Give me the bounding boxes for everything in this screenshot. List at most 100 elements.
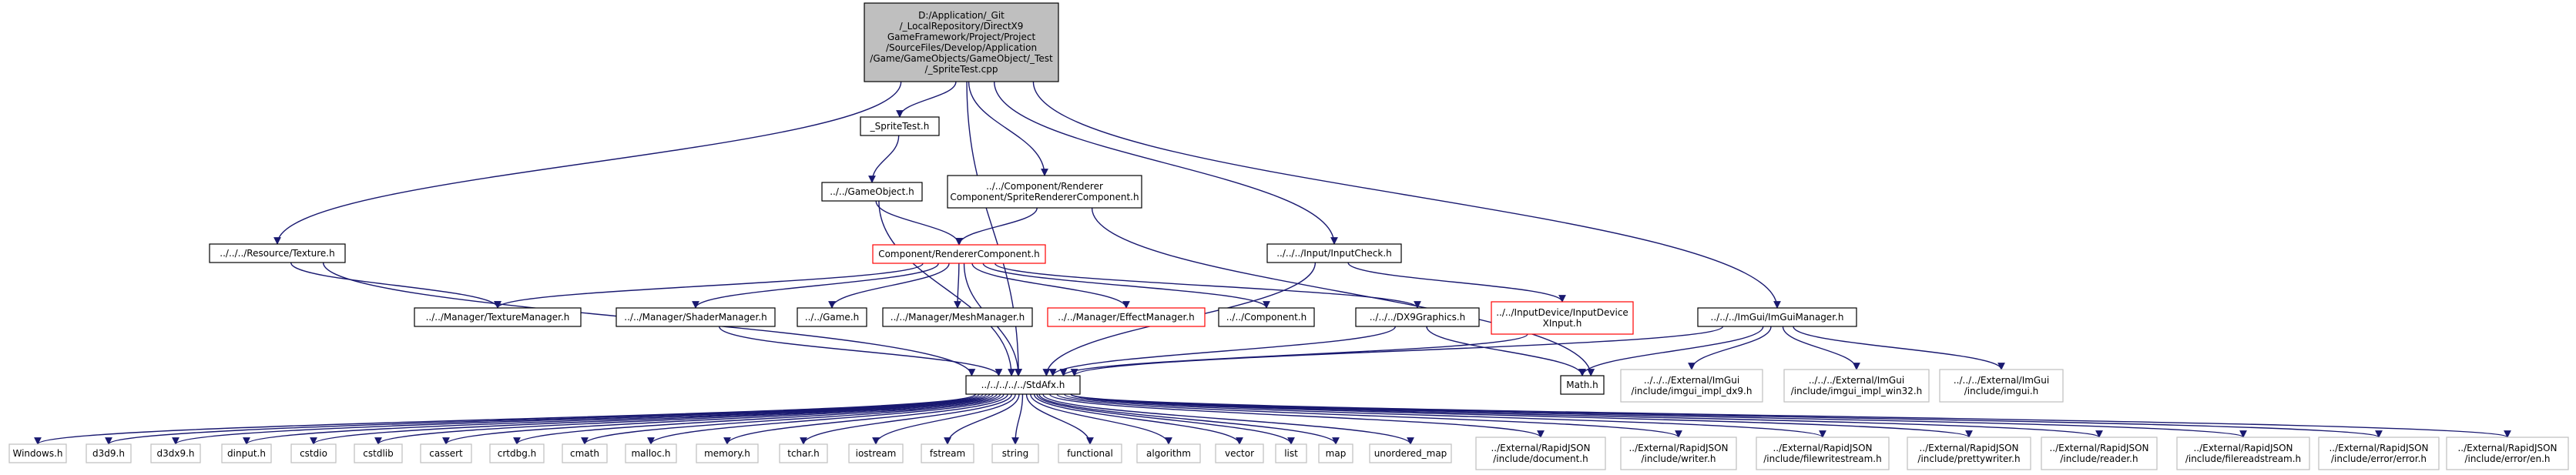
node-box xyxy=(1058,443,1122,463)
node-box xyxy=(1560,375,1605,395)
edge-texture-to-texturemanager xyxy=(290,262,501,309)
node-label: /include/writer.h xyxy=(1642,453,1716,464)
node-dinput[interactable]: dinput.h xyxy=(221,443,272,463)
node-spritetest[interactable]: _SpriteTest.h xyxy=(860,116,940,136)
edge-stdafx-to-list xyxy=(1036,393,1295,445)
node-memory[interactable]: memory.h xyxy=(696,443,759,463)
node-string[interactable]: string xyxy=(991,443,1039,463)
edge-stdafx-to-rj_document xyxy=(1049,393,1545,438)
node-rj_document[interactable]: ../External/RapidJSON/include/document.h xyxy=(1475,437,1606,470)
node-unordered_map[interactable]: unordered_map xyxy=(1369,443,1452,463)
node-label: functional xyxy=(1067,448,1113,459)
node-box xyxy=(221,443,272,463)
edge-renderer-to-meshmanager xyxy=(954,263,961,309)
edge-imguimanager-to-imgui xyxy=(1793,326,2005,370)
node-rj_writer[interactable]: ../External/RapidJSON/include/writer.h xyxy=(1620,437,1737,470)
node-renderer[interactable]: Component/RendererComponent.h xyxy=(872,244,1046,264)
node-rj_reader[interactable]: ../External/RapidJSON/include/reader.h xyxy=(2041,437,2158,470)
node-crtdbg[interactable]: crtdbg.h xyxy=(489,443,545,463)
node-imguimanager[interactable]: ../../../ImGui/ImGuiManager.h xyxy=(1697,307,1857,327)
node-cassert[interactable]: cassert xyxy=(420,443,472,463)
node-list[interactable]: list xyxy=(1275,443,1307,463)
node-effectmanager[interactable]: ../../Manager/EffectManager.h xyxy=(1047,307,1206,327)
node-box xyxy=(1215,443,1264,463)
edge-stdafx-to-cassert xyxy=(442,393,994,445)
node-root[interactable]: D:/Application/_Git/_LocalRepository/Dir… xyxy=(864,2,1059,82)
node-shadermanager[interactable]: ../../Manager/ShaderManager.h xyxy=(615,307,776,327)
node-windows[interactable]: Windows.h xyxy=(8,443,67,463)
node-cstdio[interactable]: cstdio xyxy=(290,443,337,463)
node-label: ../../Manager/ShaderManager.h xyxy=(624,312,766,323)
edge-inputdevice-to-stdafx xyxy=(1059,333,1528,376)
node-texture[interactable]: ../../../Resource/Texture.h xyxy=(209,243,346,263)
node-dx9graphics[interactable]: ../../../DX9Graphics.h xyxy=(1355,307,1480,327)
edge-renderer-to-game xyxy=(828,263,950,309)
node-component[interactable]: ../../Component.h xyxy=(1218,307,1315,327)
node-label: ../../../ImGui/ImGuiManager.h xyxy=(1711,312,1844,323)
node-imgui_dx9[interactable]: ../../../External/ImGui/include/imgui_im… xyxy=(1620,369,1763,403)
node-stdafx[interactable]: ../../../../../StdAfx.h xyxy=(965,375,1081,395)
node-label: ../External/RapidJSON xyxy=(1773,443,1872,453)
node-label: vector xyxy=(1225,448,1254,459)
node-spriterenderer[interactable]: ../../Component/RendererComponent/Sprite… xyxy=(947,175,1142,209)
node-texturemanager[interactable]: ../../Manager/TextureManager.h xyxy=(414,307,582,327)
node-d3dx9[interactable]: d3dx9.h xyxy=(150,443,201,463)
node-label: ../../../Resource/Texture.h xyxy=(220,248,334,259)
node-rj_pretty[interactable]: ../External/RapidJSON/include/prettywrit… xyxy=(1907,437,2031,470)
edge-spriterenderer-to-math xyxy=(1091,207,1595,376)
node-box xyxy=(1047,307,1206,327)
node-box xyxy=(1697,307,1857,327)
edge-stdafx-to-windows xyxy=(34,393,976,445)
edge-stdafx-to-map xyxy=(1038,393,1340,445)
edge-inputcheck-to-inputdevice xyxy=(1347,262,1566,303)
node-imgui[interactable]: ../../../External/ImGui/include/imgui.h xyxy=(1939,369,2064,403)
node-functional[interactable]: functional xyxy=(1058,443,1122,463)
node-box xyxy=(921,443,974,463)
node-algorithm[interactable]: algorithm xyxy=(1136,443,1201,463)
node-box xyxy=(1275,443,1307,463)
node-inputcheck[interactable]: ../../../Input/InputCheck.h xyxy=(1266,243,1402,263)
edge-imguimanager-to-stdafx xyxy=(1070,326,1724,376)
node-label: ../../../External/ImGui xyxy=(1644,375,1739,386)
node-malloc[interactable]: malloc.h xyxy=(625,443,677,463)
node-rj_error[interactable]: ../External/RapidJSON/include/error/erro… xyxy=(2318,437,2440,470)
edge-root-to-spriterenderer xyxy=(968,81,1048,176)
edge-stdafx-to-memory xyxy=(723,393,1008,445)
node-tchar[interactable]: tchar.h xyxy=(779,443,828,463)
node-gameobject[interactable]: ../../GameObject.h xyxy=(821,182,923,202)
node-box xyxy=(1620,437,1737,470)
node-game[interactable]: ../../Game.h xyxy=(797,307,867,327)
node-rj_fileread[interactable]: ../External/RapidJSON/include/filereadst… xyxy=(2176,437,2310,470)
node-cmath[interactable]: cmath xyxy=(562,443,608,463)
node-label: Windows.h xyxy=(13,448,63,459)
node-label: XInput.h xyxy=(1543,318,1582,329)
node-box xyxy=(797,307,867,327)
node-fstream[interactable]: fstream xyxy=(921,443,974,463)
node-vector[interactable]: vector xyxy=(1215,443,1264,463)
node-label: malloc.h xyxy=(631,448,670,459)
node-label: iostream xyxy=(856,448,897,459)
node-math[interactable]: Math.h xyxy=(1560,375,1605,395)
node-d3d9[interactable]: d3d9.h xyxy=(86,443,132,463)
node-imgui_win32[interactable]: ../../../External/ImGui/include/imgui_im… xyxy=(1783,369,1930,403)
node-box xyxy=(1783,369,1930,403)
node-map[interactable]: map xyxy=(1318,443,1353,463)
node-meshmanager[interactable]: ../../Manager/MeshManager.h xyxy=(882,307,1033,327)
edge-stdafx-to-rj_en xyxy=(1070,393,2511,438)
node-label: fstream xyxy=(930,448,965,459)
node-label: D:/Application/_Git xyxy=(918,10,1005,21)
node-iostream[interactable]: iostream xyxy=(848,443,904,463)
node-rj_en[interactable]: ../External/RapidJSON/include/error/en.h xyxy=(2446,437,2569,470)
edge-stdafx-to-rj_reader xyxy=(1070,393,2103,438)
node-box xyxy=(1620,369,1763,403)
node-label: d3d9.h xyxy=(92,448,125,459)
node-label: ../../../Input/InputCheck.h xyxy=(1276,248,1392,259)
edge-stdafx-to-unordered_map xyxy=(1042,393,1414,445)
node-label: ../../../External/ImGui xyxy=(1954,375,2049,386)
node-cstdlib[interactable]: cstdlib xyxy=(354,443,403,463)
edge-stdafx-to-fstream xyxy=(944,393,1020,445)
node-label: ../External/RapidJSON xyxy=(2457,443,2557,453)
node-rj_filewrite[interactable]: ../External/RapidJSON/include/filewrites… xyxy=(1756,437,1890,470)
